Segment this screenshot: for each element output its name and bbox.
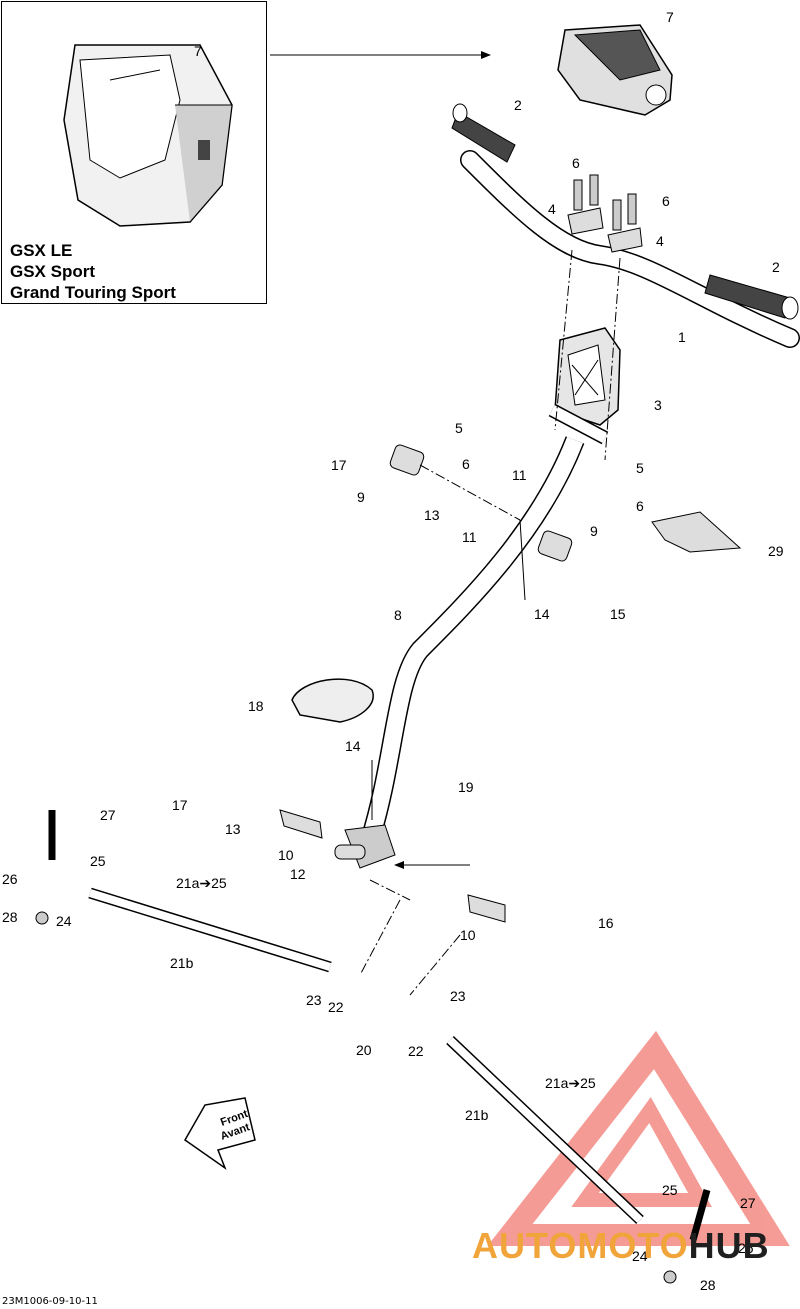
watermark-part2: HUB: [688, 1225, 770, 1266]
callout-22-right: 22: [408, 1043, 424, 1059]
callout-24-right: 24: [632, 1248, 648, 1264]
inset-model-line-1: GSX LE: [10, 241, 73, 260]
callout-12: 12: [290, 866, 306, 882]
lower-support: [279, 809, 506, 923]
leader-lines: [371, 519, 526, 869]
callout-17-bottom: 17: [172, 797, 188, 813]
callout-21b-left: 21b: [170, 955, 194, 971]
callout-14-lower: 14: [345, 738, 361, 754]
callout-21a-left: 21a➔25: [176, 875, 227, 891]
handlebar-1: [460, 150, 800, 348]
callout-29: 29: [768, 543, 784, 559]
tie-rod-left: [35, 810, 332, 973]
callout-20: 20: [356, 1042, 372, 1058]
callout-6-mid-left: 6: [462, 456, 470, 472]
cover-18: [291, 678, 374, 723]
callout-5-right: 5: [636, 460, 644, 476]
callout-18: 18: [248, 698, 264, 714]
callout-21b-right: 21b: [465, 1107, 489, 1123]
callout-27-left: 27: [100, 807, 116, 823]
grip-2-left: [451, 103, 516, 163]
plate-29: [651, 511, 742, 553]
callout-4-left: 4: [548, 201, 556, 217]
callout-2-right: 2: [772, 259, 780, 275]
riser-clamp-3: [554, 327, 621, 426]
callout-1: 1: [678, 329, 686, 345]
callout-labels: 7 7 2 2 6 6 4 4 1 3 5 5 6 6 17 9 9 11 11…: [2, 9, 784, 1293]
callout-8: 8: [394, 607, 402, 623]
grip-2-right: [704, 274, 799, 320]
front-arrow: Front Avant: [184, 1097, 256, 1171]
callout-3: 3: [654, 397, 662, 413]
callout-28-left: 28: [2, 909, 18, 925]
callout-11-lower: 11: [462, 529, 477, 545]
steering-column-8: [360, 403, 609, 843]
callout-15: 15: [610, 606, 626, 622]
callout-21a-right: 21a➔25: [545, 1075, 596, 1091]
callout-23-right: 23: [450, 988, 466, 1004]
callout-14-upper: 14: [534, 606, 550, 622]
callout-16: 16: [598, 915, 614, 931]
callout-2-left: 2: [514, 97, 522, 113]
callout-11-upper: 11: [512, 467, 527, 483]
callout-7: 7: [666, 9, 674, 25]
callout-5-left: 5: [455, 420, 463, 436]
callout-9-right: 9: [590, 523, 598, 539]
callout-6-top-right: 6: [662, 193, 670, 209]
watermark-logo: [487, 1030, 790, 1246]
inset-model-line-3: Grand Touring Sport: [10, 283, 176, 302]
callout-25-right: 25: [662, 1182, 678, 1198]
callout-10-right: 10: [460, 927, 476, 943]
callout-13-top: 13: [424, 507, 440, 523]
watermark-text: AUTOMOTOHUB: [472, 1228, 770, 1264]
callout-4-right: 4: [656, 233, 664, 249]
callout-25-left: 25: [90, 853, 106, 869]
bushing-9a: [389, 444, 425, 476]
hand-guard-7: [557, 24, 673, 116]
callout-19: 19: [458, 779, 474, 795]
bushing-9b: [537, 530, 573, 562]
callout-26-right: 26: [738, 1240, 754, 1256]
alignment-lines: [359, 249, 621, 996]
callout-10-left: 10: [278, 847, 294, 863]
callout-28-right: 28: [700, 1277, 716, 1293]
callout-26-left: 26: [2, 871, 18, 887]
callout-27-right: 27: [740, 1195, 756, 1211]
callout-7-inset: 7: [194, 43, 202, 59]
callout-13-bottom: 13: [225, 821, 241, 837]
callout-6-top-left: 6: [572, 155, 580, 171]
callout-17-top: 17: [331, 457, 347, 473]
callout-9-left: 9: [357, 489, 365, 505]
watermark-part1: AUTOMOTO: [472, 1225, 689, 1266]
callout-23-left: 23: [306, 992, 322, 1008]
callout-22-left: 22: [328, 999, 344, 1015]
top-bolts: [567, 174, 643, 253]
tie-rod-right: [446, 1036, 711, 1284]
inset-model-line-2: GSX Sport: [10, 262, 96, 281]
drawing-code: 23M1006-09-10-11: [2, 1296, 98, 1307]
callout-24-left: 24: [56, 913, 72, 929]
inset-hand-guard: [63, 44, 233, 227]
callout-6-mid-right: 6: [636, 498, 644, 514]
